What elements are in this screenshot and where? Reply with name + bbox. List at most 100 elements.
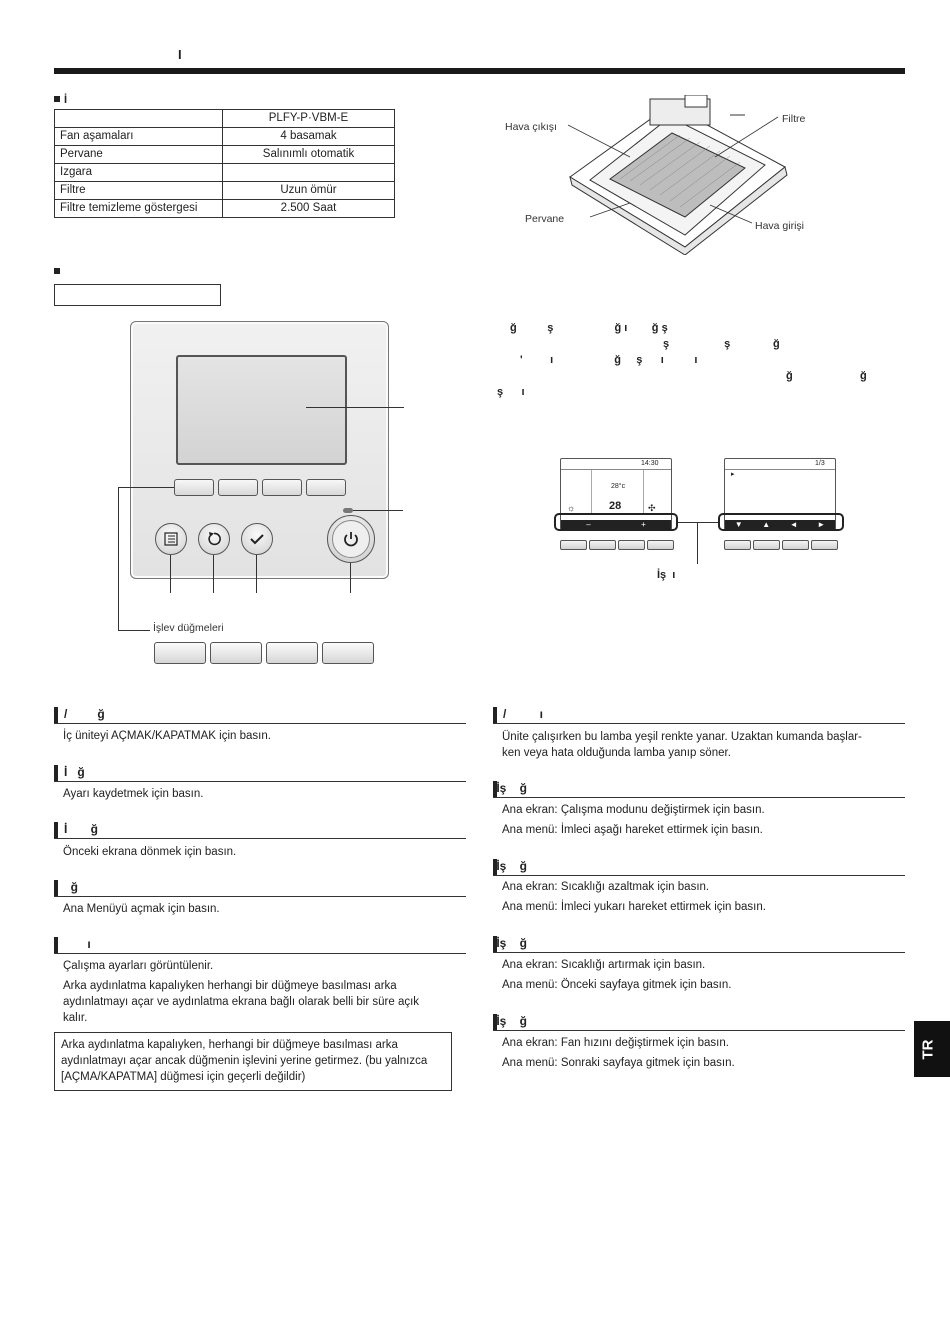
section-text: Ana ekran: Sıcaklığı azaltmak için basın…: [502, 881, 710, 893]
preview-button: [647, 540, 674, 550]
language-tab: TR: [914, 1021, 950, 1077]
minus-symbol: –: [586, 520, 591, 529]
section-title: / ı: [493, 707, 544, 721]
table-cell: [54, 109, 223, 128]
section-text: Arka aydınlatma kapalıyken herhangi bir …: [63, 980, 397, 992]
table-row: Filtre temizleme göstergesi 2.500 Saat: [54, 199, 395, 218]
highlight-ring: [554, 513, 678, 531]
section-title: ğ: [54, 880, 78, 894]
divider: [725, 469, 835, 470]
table-cell: Uzun ömür: [222, 181, 395, 200]
leader-line: [256, 555, 257, 593]
set-temp-text: 28°c: [611, 483, 626, 490]
function-screen-note: İş ı: [657, 569, 676, 581]
right-arrow-icon: ►: [817, 520, 826, 529]
section-title: İş ğ: [493, 859, 528, 873]
section-text: Ana ekran: Çalışma modunu değiştirmek iç…: [502, 804, 765, 816]
section-title: İ ğ: [54, 822, 99, 836]
preview-button: [589, 540, 616, 550]
function-button-f4[interactable]: [306, 479, 346, 496]
section-text: Ayarı kaydetmek için basın.: [63, 788, 204, 800]
note-box: Arka aydınlatma kapalıyken, herhangi bir…: [54, 1032, 452, 1091]
section-title: / ğ: [54, 707, 105, 721]
section-text: Önceki ekrana dönmek için basın.: [63, 846, 237, 858]
heading-bar: [493, 707, 497, 723]
function-button-f3-large[interactable]: [266, 642, 318, 664]
section-heading: İ ğ: [54, 822, 466, 839]
table-cell: Izgara: [54, 163, 223, 182]
main-screen-preview: 14:30 28°c 28 ☼ ✣ – +: [560, 458, 672, 530]
section-title: İ ğ: [54, 765, 85, 779]
function-button-f1-large[interactable]: [154, 642, 206, 664]
section-text: Ana menü: Önceki sayfaya gitmek için bas…: [502, 979, 732, 991]
function-button-f1[interactable]: [174, 479, 214, 496]
model-name: PLFY-P·VBM-E: [222, 109, 395, 128]
leader-line: [567, 124, 631, 158]
section-text: İç üniteyi AÇMAK/KAPATMAK için basın.: [63, 730, 271, 742]
section-heading: İ ğ: [54, 765, 466, 782]
label-air-inlet: Hava girişi: [755, 220, 805, 232]
section-heading: / ğ: [54, 707, 466, 724]
section-heading: İş ğ: [493, 936, 905, 953]
return-icon: [208, 532, 221, 546]
power-button-face: [332, 520, 370, 558]
section-text: ken veya hata olduğunda lamba yanıp söne…: [502, 747, 731, 759]
section-text: Ana menü: İmleci aşağı hareket ettirmek …: [502, 824, 763, 836]
page-indicator: 1/3: [815, 460, 825, 467]
function-bar: – +: [561, 520, 671, 529]
leader-line: [170, 555, 171, 593]
left-arrow-icon: ◄: [789, 520, 798, 529]
section-heading: ı: [54, 937, 466, 954]
language-tab-label: TR: [919, 1039, 937, 1060]
cursor-icon: ▸: [731, 471, 735, 478]
section-title: İş ğ: [493, 936, 528, 950]
table-cell: Fan aşamaları: [54, 127, 223, 146]
table-cell: Pervane: [54, 145, 223, 164]
return-button[interactable]: [198, 523, 230, 555]
label-vane: Pervane: [525, 213, 565, 225]
table-cell: 4 basamak: [222, 127, 395, 146]
spec-table: PLFY-P·VBM-E Fan aşamaları 4 basamak Per…: [54, 109, 395, 218]
body-fragment: ğ ş ğ ı ğ ş: [510, 322, 668, 334]
section-text: Ana menü: İmleci yukarı hareket ettirmek…: [502, 901, 766, 913]
section-text: Ana ekran: Fan hızını değiştirmek için b…: [502, 1037, 729, 1049]
table-cell: 2.500 Saat: [222, 199, 395, 218]
controller-heading: [54, 266, 64, 278]
function-bar: ▼ ▲ ◄ ►: [725, 520, 835, 529]
section-title: İş ğ: [493, 1014, 528, 1028]
select-button[interactable]: [241, 523, 273, 555]
leader-line: [306, 407, 404, 408]
function-buttons-label: İşlev düğmeleri: [153, 622, 224, 634]
body-fragment: ş ı: [497, 386, 525, 398]
heading-bar: [493, 936, 497, 952]
preview-button: [782, 540, 809, 550]
power-icon: [344, 532, 358, 547]
body-fragment: ' ı ğ ş ı ı: [520, 354, 698, 366]
section-heading: / ı: [493, 707, 905, 724]
menu-button[interactable]: [155, 523, 187, 555]
heading-bar: [493, 859, 497, 875]
heading-bar: [54, 822, 58, 838]
function-button-f2-large[interactable]: [210, 642, 262, 664]
heading-bar: [54, 707, 58, 723]
divider: [643, 470, 644, 514]
table-cell: Filtre temizleme göstergesi: [54, 199, 223, 218]
function-button-f4-large[interactable]: [322, 642, 374, 664]
section-text: Ana Menüyü açmak için basın.: [63, 903, 220, 915]
heading-bar: [493, 781, 497, 797]
table-row: Izgara: [54, 163, 395, 182]
section-text: Çalışma ayarları görüntülenir.: [63, 960, 214, 972]
section-text: aydınlatmayı açar ve aydınlatma ekrana b…: [63, 996, 420, 1008]
function-button-f2[interactable]: [218, 479, 258, 496]
function-button-f3[interactable]: [262, 479, 302, 496]
plus-symbol: +: [641, 520, 646, 529]
cassette-unit-illustration: [567, 95, 788, 255]
section-heading: İş ğ: [493, 859, 905, 876]
leader-line: [118, 487, 174, 488]
table-row: Filtre Uzun ömür: [54, 181, 395, 200]
operation-lamp: [343, 508, 353, 513]
header-char: I: [178, 47, 182, 62]
power-button[interactable]: [327, 515, 375, 563]
heading-bar: [54, 880, 58, 896]
heading-bar: [54, 765, 58, 781]
